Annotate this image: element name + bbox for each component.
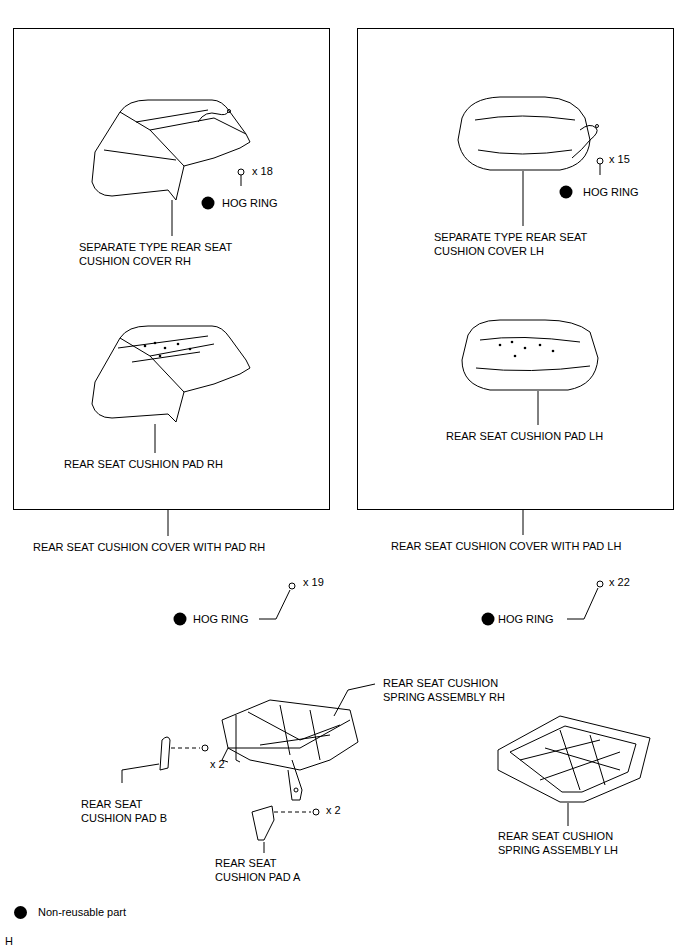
legend-text: Non-reusable part [38, 906, 126, 918]
assembly-name: REAR SEAT CUSHION COVER WITH PAD RH [33, 540, 265, 554]
part-name: REAR SEAT CUSHION PAD B [81, 797, 181, 825]
part-name: REAR SEAT CUSHION PAD RH [64, 457, 223, 471]
quantity: x 19 [303, 575, 324, 589]
assembly-name: REAR SEAT CUSHION COVER WITH PAD LH [391, 539, 621, 553]
quantity: x 15 [609, 152, 630, 166]
quantity: x 2 [210, 757, 225, 771]
part-name: REAR SEAT CUSHION SPRING ASSEMBLY LH [498, 829, 658, 857]
part-name: SEPARATE TYPE REAR SEAT CUSHION COVER RH [79, 240, 269, 268]
quantity: x 2 [326, 803, 341, 817]
legend-symbol [14, 906, 27, 919]
part-name: HOG RING [193, 612, 249, 626]
part-name: HOG RING [498, 612, 554, 626]
part-name: HOG RING [583, 185, 639, 199]
quantity: x 18 [252, 164, 273, 178]
figure-code: H [5, 934, 13, 948]
part-name: REAR SEAT CUSHION SPRING ASSEMBLY RH [383, 676, 543, 704]
part-name: REAR SEAT CUSHION PAD A [215, 856, 315, 884]
part-name: SEPARATE TYPE REAR SEAT CUSHION COVER LH [434, 230, 624, 258]
part-name: HOG RING [222, 196, 278, 210]
quantity: x 22 [609, 575, 630, 589]
legend-row: Non-reusable part [14, 904, 126, 919]
part-name: REAR SEAT CUSHION PAD LH [446, 429, 603, 443]
group-box: REAR SEAT CUSHION COVER WITH PAD RH [13, 28, 330, 510]
